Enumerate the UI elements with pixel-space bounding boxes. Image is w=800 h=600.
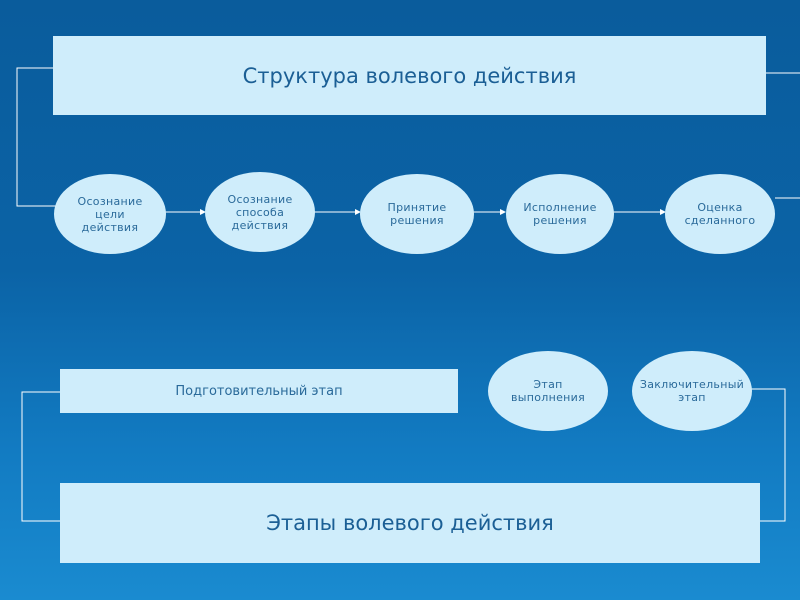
step-method-awareness: Осознание способа действия bbox=[205, 172, 315, 252]
connector-right-bottom bbox=[750, 388, 786, 522]
step-goal-awareness: Осознание цели действия bbox=[54, 174, 166, 254]
step-evaluation: Оценка сделанного bbox=[665, 174, 775, 254]
stages-title-box: Этапы волевого действия bbox=[60, 483, 760, 563]
preparatory-stage-box: Подготовительный этап bbox=[60, 369, 458, 413]
step-decision: Принятие решения bbox=[360, 174, 474, 254]
final-stage: Заключительный этап bbox=[632, 351, 752, 431]
step-execution: Исполнение решения bbox=[506, 174, 614, 254]
execution-stage: Этап выполнения bbox=[488, 351, 608, 431]
connector-left-bottom bbox=[21, 391, 60, 522]
connector-left-top bbox=[16, 67, 57, 207]
structure-title-box: Структура волевого действия bbox=[53, 36, 766, 115]
